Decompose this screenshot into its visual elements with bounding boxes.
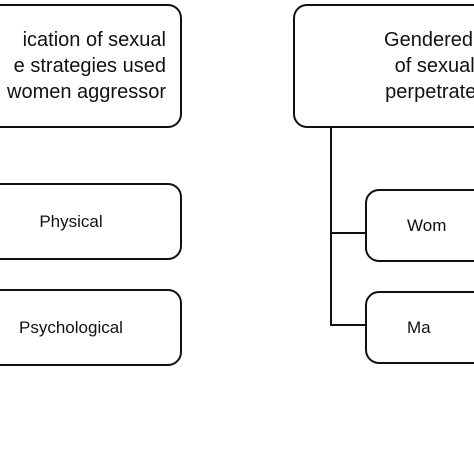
physical-label: Physical bbox=[39, 211, 103, 231]
classification-header-text: ication of sexual e strategies used wome… bbox=[0, 27, 166, 105]
women-label: Wom bbox=[407, 215, 447, 235]
psychological-box: Psychological bbox=[0, 289, 182, 366]
gendered-header-line-1: Gendered conse bbox=[384, 29, 474, 51]
classification-header-line-2: e strategies used bbox=[13, 55, 166, 77]
classification-header-box: ication of sexual e strategies used wome… bbox=[0, 4, 182, 128]
gendered-header-line-3: perpetrated by a bbox=[385, 81, 474, 103]
classification-header-line-1: ication of sexual bbox=[22, 29, 166, 51]
connector-men-branch bbox=[330, 324, 366, 326]
connector-vertical-line bbox=[330, 128, 332, 326]
men-box: Ma bbox=[365, 291, 474, 364]
classification-header-line-3: women aggressor bbox=[7, 81, 166, 103]
gendered-header-line-2: of sexual viole bbox=[394, 55, 474, 77]
women-box: Wom bbox=[365, 189, 474, 262]
psychological-label: Psychological bbox=[19, 317, 123, 337]
connector-women-branch bbox=[330, 232, 366, 234]
gendered-consequences-header-box: Gendered conse of sexual viole perpetrat… bbox=[293, 4, 474, 128]
men-label: Ma bbox=[407, 317, 431, 337]
gendered-consequences-header-text: Gendered conse of sexual viole perpetrat… bbox=[309, 27, 474, 105]
physical-box: Physical bbox=[0, 183, 182, 260]
